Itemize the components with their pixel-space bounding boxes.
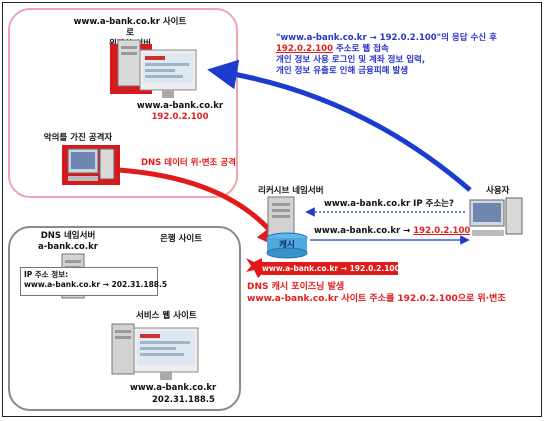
- resolver-label: 리커시브 네임서버: [258, 186, 324, 196]
- real-web-server-icon: [111, 323, 199, 380]
- access-fake-server-arrow: [207, 59, 472, 192]
- user-computer-icon: [469, 197, 523, 236]
- poisoning-line1: DNS 캐시 포이즈닝 발생: [247, 282, 345, 292]
- spoofed-record: www.a-bank.co.kr → 192.0.2.100: [262, 264, 400, 273]
- spoofed-record-bar: [262, 262, 398, 275]
- dns-attack-label: DNS 데이터 위·변조 공격: [141, 158, 236, 168]
- dns-attack-arrow: [117, 167, 288, 252]
- attacker-label: 악의를 가진 공격자: [43, 133, 113, 143]
- spoof-burst-icon: [246, 258, 262, 278]
- poisoning-line2: www.a-bank.co.kr 사이트 주소를 192.0.2.100으로 위…: [247, 294, 506, 304]
- real-server-domain: www.a-bank.co.kr: [130, 383, 217, 393]
- fake-server-ip: 192.0.2.100: [151, 112, 209, 122]
- user-label: 사용자: [486, 186, 510, 196]
- dns-query-label: www.a-bank.co.kr IP 주소는?: [324, 199, 454, 209]
- cache-database-icon: [266, 232, 308, 259]
- bank-site-label: 은행 사이트: [160, 234, 203, 244]
- dns-answer-ip: 192.0.2.100: [413, 226, 471, 236]
- response-note-line3: 개인 정보 사용 로그인 및 계좌 정보 입력,: [276, 55, 426, 65]
- response-note-line1: "www.a-bank.co.kr → 192.0.2.100"의 응답 수신 …: [276, 33, 497, 43]
- attacker-computer-icon: [62, 145, 120, 185]
- real-server-ip: 202.31.188.5: [152, 395, 215, 405]
- outer-frame: [2, 2, 542, 417]
- ip-info-record: www.a-bank.co.kr → 202.31.188.5: [24, 280, 168, 289]
- dns-answer-label: www.a-bank.co.kr → 192.0.2.100: [314, 226, 471, 236]
- attacker-zone: [8, 8, 238, 198]
- fake-server-icon: [110, 39, 197, 98]
- response-note-ip: 192.0.2.100: [276, 44, 334, 54]
- cache-label: 캐시: [279, 240, 295, 250]
- ip-info-title: IP 주소 정보:: [24, 270, 69, 279]
- response-note-line2: 192.0.2.100 주소로 웹 접속: [276, 44, 389, 54]
- service-web-site-label: 서비스 웹 사이트: [136, 311, 197, 321]
- response-note-line4: 개인 정보 유출로 인해 금융피해 발생: [276, 66, 409, 76]
- ip-info-box: IP 주소 정보: www.a-bank.co.kr → 202.31.188.…: [20, 267, 168, 296]
- bank-zone: [8, 226, 241, 411]
- fake-server-domain: www.a-bank.co.kr: [136, 101, 224, 111]
- authoritative-dns-label: DNS 네임서버 a-bank.co.kr: [38, 231, 98, 252]
